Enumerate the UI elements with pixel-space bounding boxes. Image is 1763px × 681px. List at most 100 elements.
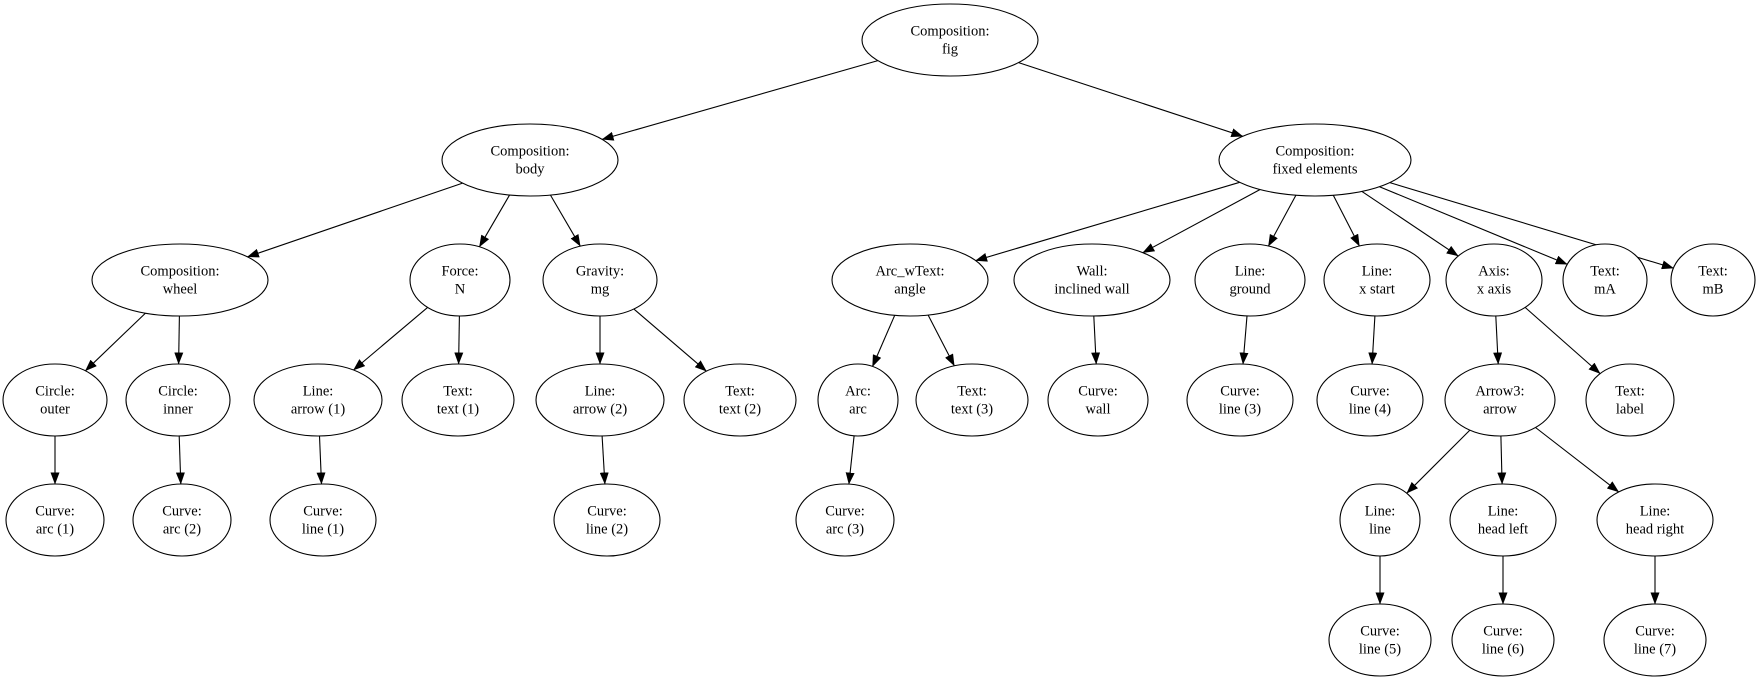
node-label-arc2: Curve:arc (2)	[162, 504, 201, 538]
tree-edge-fig-body	[601, 60, 879, 141]
nodes-layer: Composition:figComposition:bodyCompositi…	[2, 3, 1756, 677]
node-ellipse-line5	[1328, 603, 1432, 677]
tree-node-headright: Line:head right	[1596, 483, 1714, 557]
node-label-wheel: Composition:wheel	[141, 264, 220, 298]
node-label-xstart: Line:x start	[1359, 264, 1395, 298]
node-label-wallcurve: Curve:wall	[1078, 384, 1117, 418]
tree-edge-arcwtext-arc	[871, 315, 896, 367]
tree-node-line4: Curve:line (4)	[1316, 363, 1424, 437]
node-label-text2: Text:text (2)	[719, 384, 761, 418]
tree-node-axis: Axis:x axis	[1445, 243, 1543, 317]
tree-edge-axis-arrow3	[1493, 315, 1503, 365]
tree-node-outer: Circle:outer	[2, 363, 108, 437]
node-ellipse-arrow3	[1444, 363, 1556, 437]
node-ellipse-arc2	[132, 483, 232, 557]
tree-node-arc3: Curve:arc (3)	[795, 483, 895, 557]
tree-edge-fixed-wall	[1142, 189, 1261, 254]
node-ellipse-fixed	[1218, 123, 1412, 197]
node-label-axis: Axis:x axis	[1477, 264, 1512, 298]
node-label-body: Composition:body	[491, 144, 570, 178]
node-label-force: Force:N	[441, 264, 478, 298]
node-ellipse-text3	[915, 363, 1029, 437]
node-ellipse-wall	[1013, 243, 1171, 317]
tree-edge-arrow3-headleft	[1497, 435, 1507, 485]
tree-edge-fig-fixed	[1018, 62, 1244, 137]
tree-edge-arrow1-line1	[316, 435, 326, 485]
node-ellipse-arc	[817, 363, 899, 437]
edges-layer	[50, 60, 1674, 605]
tree-node-body: Composition:body	[441, 123, 619, 197]
node-label-line2: Curve:line (2)	[586, 504, 628, 538]
node-label-line4: Curve:line (4)	[1349, 384, 1391, 418]
node-label-arrow1: Line:arrow (1)	[291, 384, 346, 418]
node-ellipse-wallcurve	[1047, 363, 1149, 437]
node-ellipse-line6	[1451, 603, 1555, 677]
node-ellipse-line3	[1186, 363, 1294, 437]
tree-edge-body-wheel	[246, 182, 463, 258]
tree-edge-inner-arc2	[175, 435, 185, 485]
node-ellipse-text2	[683, 363, 797, 437]
node-ellipse-gravity	[542, 243, 658, 317]
node-ellipse-arcwtext	[831, 243, 989, 317]
tree-edge-force-arrow1	[353, 306, 428, 371]
node-label-line6: Curve:line (6)	[1482, 624, 1524, 658]
node-label-line1: Curve:line (1)	[302, 504, 344, 538]
node-label-arcwtext: Arc_wText:angle	[875, 264, 944, 298]
node-label-fig: Composition:fig	[911, 24, 990, 58]
tree-node-line1: Curve:line (1)	[269, 483, 377, 557]
tree-node-line6: Curve:line (6)	[1451, 603, 1555, 677]
tree-node-gravity: Gravity:mg	[542, 243, 658, 317]
tree-node-force: Force:N	[409, 243, 511, 317]
tree-node-wallcurve: Curve:wall	[1047, 363, 1149, 437]
node-label-ground: Line:ground	[1229, 264, 1271, 298]
node-ellipse-arrow2	[535, 363, 665, 437]
tree-node-arcwtext: Arc_wText:angle	[831, 243, 989, 317]
node-ellipse-headright	[1596, 483, 1714, 557]
tree-edge-wall-wallcurve	[1091, 315, 1101, 365]
tree-node-line7: Curve:line (7)	[1603, 603, 1707, 677]
node-ellipse-arc3	[795, 483, 895, 557]
tree-node-arrow3: Arrow3:arrow	[1444, 363, 1556, 437]
tree-edge-axis-label	[1524, 306, 1601, 375]
tree-edge-fixed-ground	[1267, 195, 1297, 247]
node-ellipse-mB	[1670, 243, 1756, 317]
node-ellipse-arrow1	[253, 363, 383, 437]
node-label-wall: Wall:inclined wall	[1054, 264, 1129, 298]
tree-node-line3: Curve:line (3)	[1186, 363, 1294, 437]
tree-node-text3: Text:text (3)	[915, 363, 1029, 437]
tree-node-arc2: Curve:arc (2)	[132, 483, 232, 557]
tree-edge-fixed-arcwtext	[975, 181, 1240, 262]
node-label-arrow3: Arrow3:arrow	[1475, 384, 1524, 418]
node-label-arrow2: Line:arrow (2)	[573, 384, 628, 418]
tree-node-arrow2: Line:arrow (2)	[535, 363, 665, 437]
node-ellipse-body	[441, 123, 619, 197]
node-ellipse-headleft	[1449, 483, 1557, 557]
node-ellipse-inner	[125, 363, 231, 437]
node-label-line7: Curve:line (7)	[1634, 624, 1676, 658]
tree-node-text1: Text:text (1)	[401, 363, 515, 437]
tree-node-wall: Wall:inclined wall	[1013, 243, 1171, 317]
node-label-line5: Curve:line (5)	[1359, 624, 1401, 658]
tree-node-mA: Text:mA	[1562, 243, 1648, 317]
node-ellipse-lineline	[1339, 483, 1421, 557]
node-ellipse-line7	[1603, 603, 1707, 677]
node-ellipse-fig	[861, 3, 1039, 77]
node-ellipse-force	[409, 243, 511, 317]
tree-edge-arrow2-line2	[599, 435, 609, 485]
tree-node-arrow1: Line:arrow (1)	[253, 363, 383, 437]
node-ellipse-xstart	[1323, 243, 1431, 317]
node-ellipse-arc1	[5, 483, 105, 557]
tree-node-headleft: Line:head left	[1449, 483, 1557, 557]
node-ellipse-text1	[401, 363, 515, 437]
node-ellipse-line1	[269, 483, 377, 557]
tree-node-mB: Text:mB	[1670, 243, 1756, 317]
tree-node-arc1: Curve:arc (1)	[5, 483, 105, 557]
tree-node-fixed: Composition:fixed elements	[1218, 123, 1412, 197]
tree-node-lineline: Line:line	[1339, 483, 1421, 557]
node-label-headleft: Line:head left	[1478, 504, 1528, 538]
node-ellipse-ground	[1194, 243, 1306, 317]
tree-edge-gravity-text2	[633, 308, 707, 372]
node-label-line3: Curve:line (3)	[1219, 384, 1261, 418]
